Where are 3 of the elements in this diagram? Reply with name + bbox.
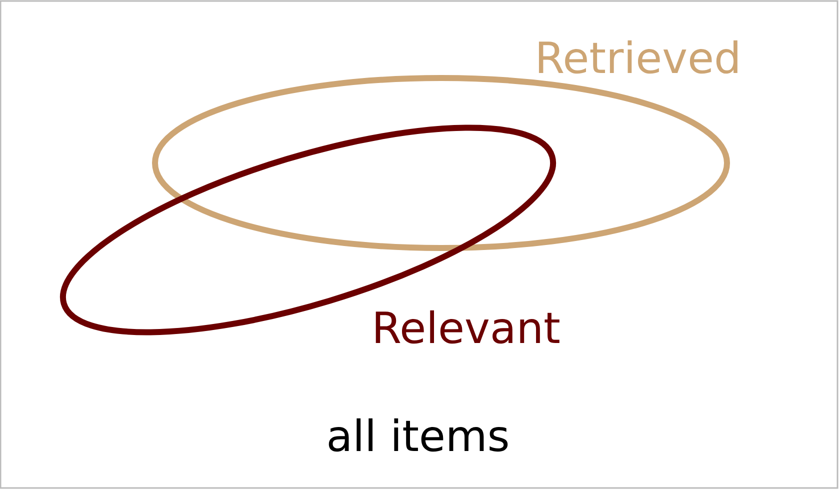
node-label: all items [328, 418, 508, 452]
set-label: Relevant [376, 310, 560, 344]
set-label: Retrieved [538, 40, 738, 74]
